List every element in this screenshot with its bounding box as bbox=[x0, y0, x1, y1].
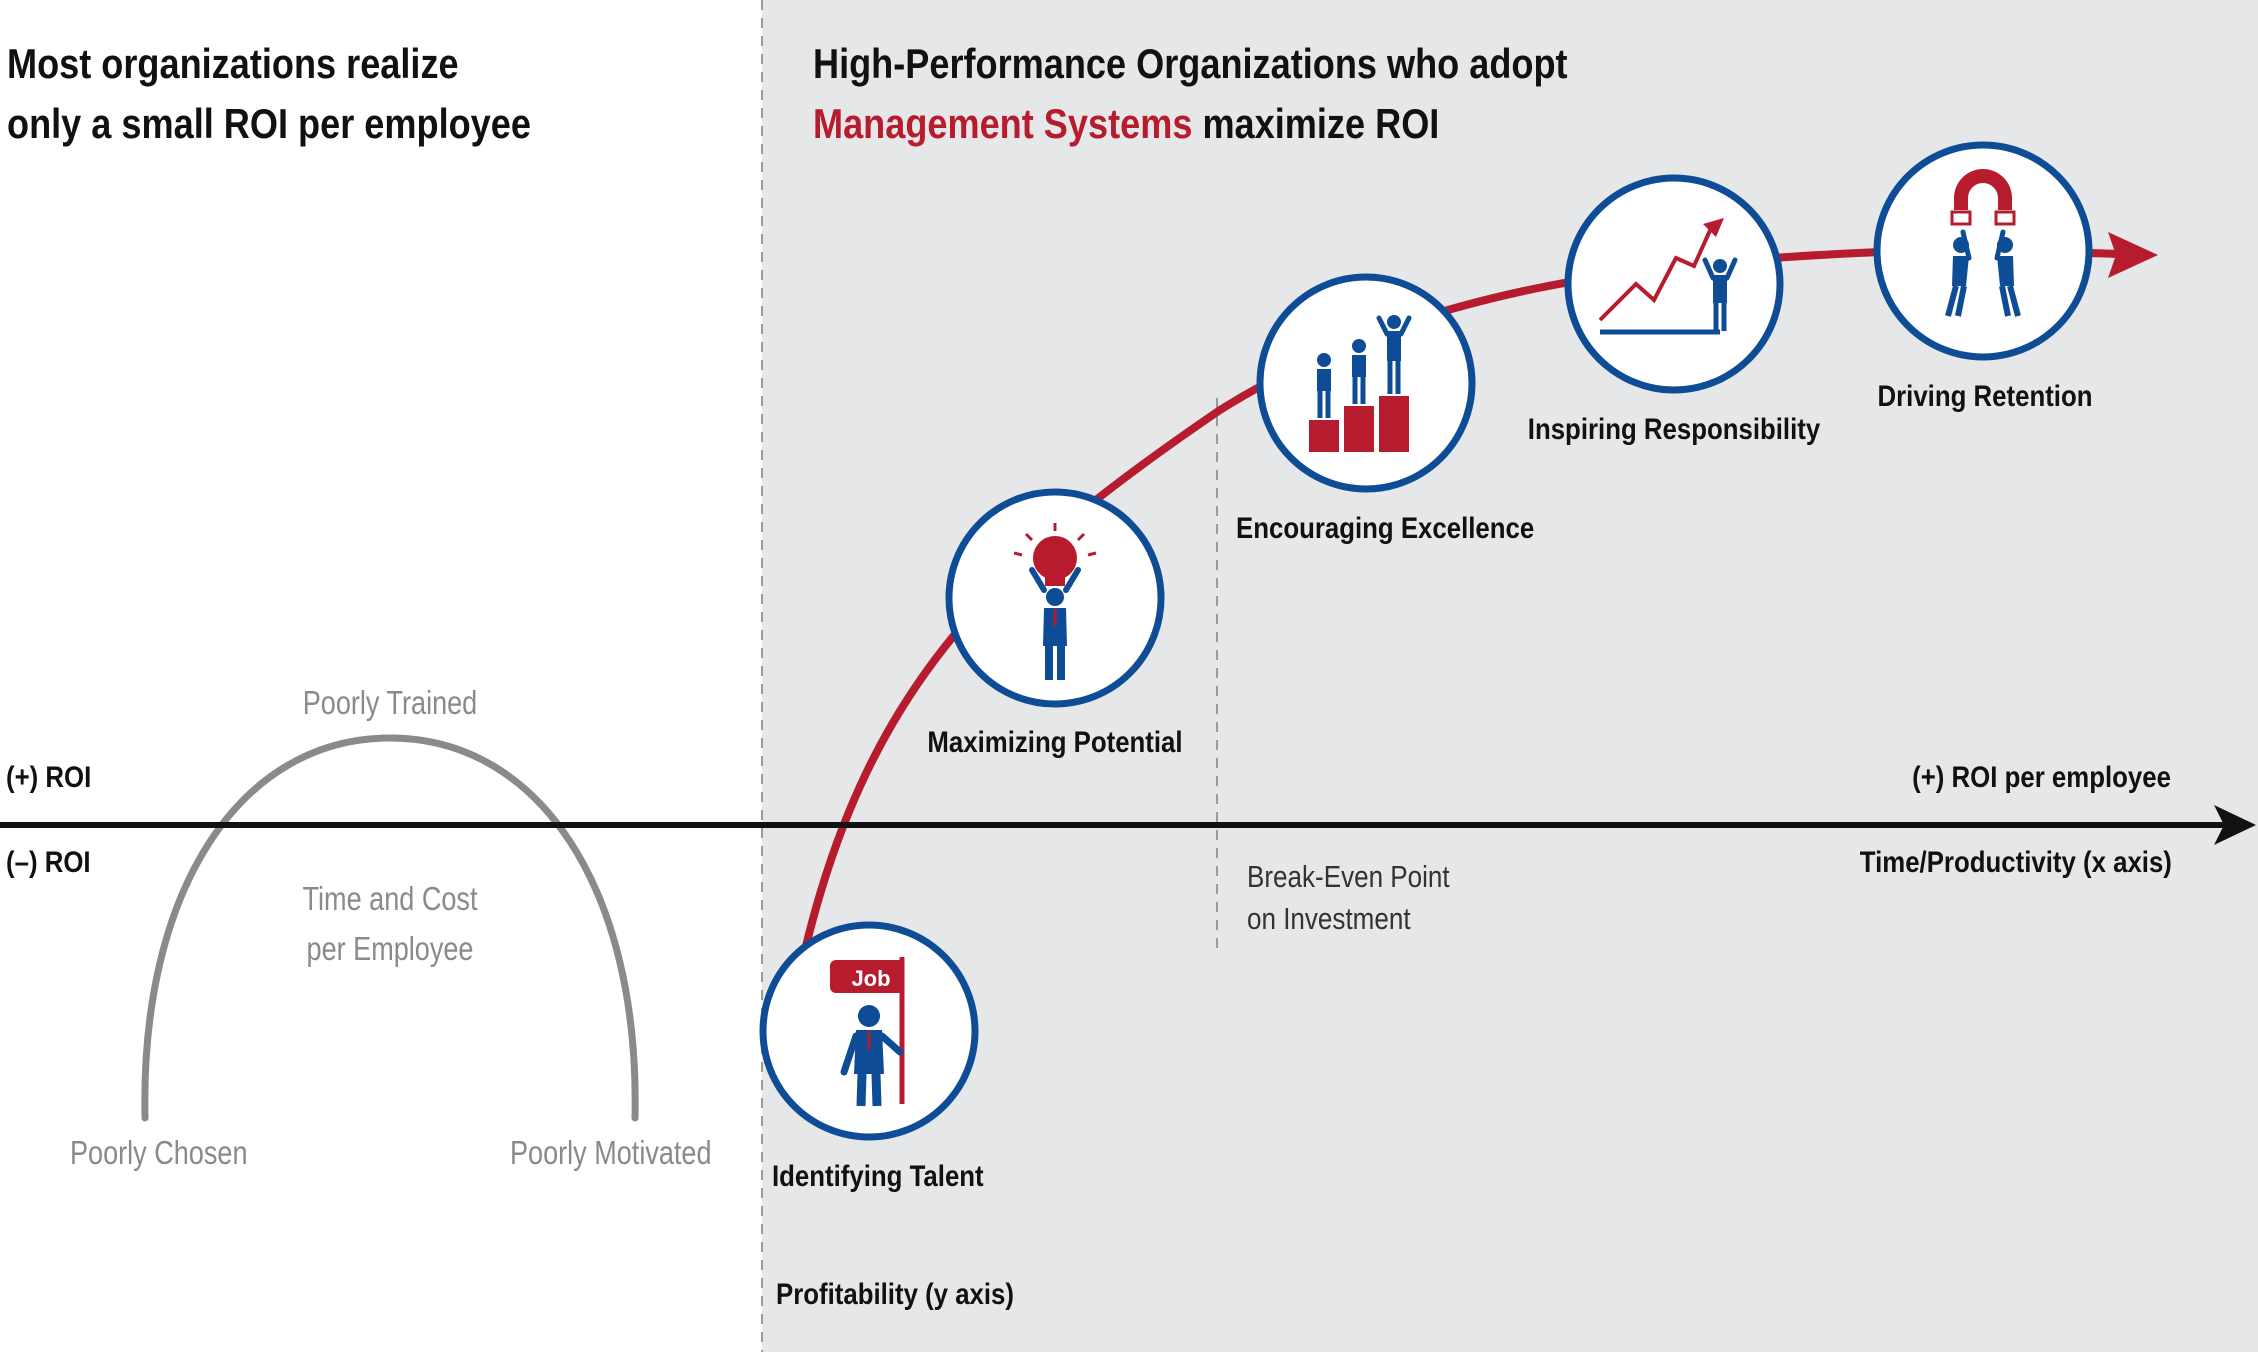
break-even-line1: Break-Even Point bbox=[1247, 859, 1450, 894]
stage-label-encouraging-excellence: Encouraging Excellence bbox=[1236, 512, 1535, 545]
left-title-line2: only a small ROI per employee bbox=[7, 100, 531, 147]
arc-label-left: Poorly Chosen bbox=[70, 1134, 248, 1171]
growth-chart-icon bbox=[1598, 218, 1738, 335]
y-axis-label: Profitability (y axis) bbox=[776, 1278, 1015, 1311]
stage-label-maximizing-potential: Maximizing Potential bbox=[927, 726, 1183, 759]
neg-roi-label: (–) ROI bbox=[6, 846, 91, 879]
right-title-line1: High-Performance Organizations who adopt bbox=[813, 40, 1568, 87]
right-title-rest: maximize ROI bbox=[1192, 100, 1440, 147]
arc-label-middle-line2: per Employee bbox=[306, 930, 474, 967]
left-title-line1: Most organizations realize bbox=[7, 40, 459, 87]
x-axis-label: Time/Productivity (x axis) bbox=[1859, 846, 2172, 879]
job-flag-text: Job bbox=[851, 966, 890, 991]
right-title-line2: Management Systems maximize ROI bbox=[813, 94, 1568, 154]
x-axis-arrowhead bbox=[2214, 805, 2256, 845]
right-title: High-Performance Organizations who adopt… bbox=[813, 34, 1568, 154]
left-title: Most organizations realize only a small … bbox=[7, 34, 531, 154]
arc-label-top: Poorly Trained bbox=[302, 684, 478, 721]
arc-label-right: Poorly Motivated bbox=[510, 1134, 712, 1171]
poor-roi-arc bbox=[141, 734, 639, 1122]
stage-label-driving-retention: Driving Retention bbox=[1877, 380, 2093, 413]
pos-roi-per-employee-label: (+) ROI per employee bbox=[1912, 761, 2171, 794]
stage-encouraging-excellence-circle bbox=[1256, 273, 1476, 493]
right-title-accent: Management Systems bbox=[813, 100, 1193, 147]
break-even-line2: on Investment bbox=[1247, 901, 1411, 936]
stage-maximizing-potential-circle bbox=[945, 488, 1165, 708]
job-flag-icon: Job bbox=[830, 957, 905, 1107]
stage-identifying-talent-circle: Job bbox=[759, 921, 979, 1141]
podium-icon bbox=[1309, 315, 1412, 452]
growth-curve-arrowhead bbox=[2108, 232, 2158, 278]
arc-label-middle-line1: Time and Cost bbox=[302, 880, 478, 917]
stage-inspiring-responsibility-circle bbox=[1564, 174, 1784, 394]
stage-label-inspiring-responsibility: Inspiring Responsibility bbox=[1527, 413, 1821, 446]
stage-label-identifying-talent: Identifying Talent bbox=[772, 1160, 984, 1193]
stage-driving-retention-circle bbox=[1873, 141, 2093, 361]
break-even-label: Break-Even Point on Investment bbox=[1247, 856, 1450, 940]
arc-label-middle: Time and Cost per Employee bbox=[303, 874, 478, 974]
magnet-retention-icon bbox=[1945, 169, 2021, 317]
lightbulb-idea-icon bbox=[1013, 523, 1097, 680]
pos-roi-label: (+) ROI bbox=[6, 761, 92, 794]
